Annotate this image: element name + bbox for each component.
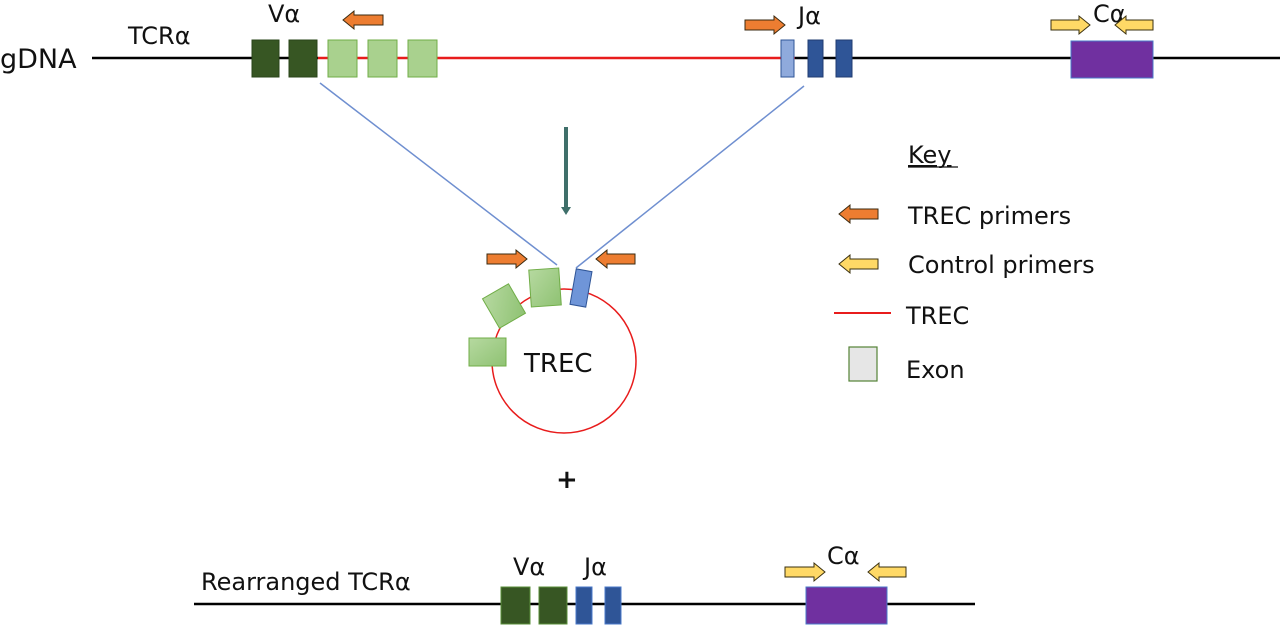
trec-circle-label: TREC (523, 349, 593, 379)
v-exon-retained (288, 39, 318, 78)
v-alpha-label: Vα (268, 0, 300, 28)
rearranged-v-exon (500, 586, 531, 625)
rearranged-label: Rearranged TCRα (201, 568, 411, 596)
c-exon (1070, 40, 1154, 79)
trec-j-exon (569, 268, 593, 308)
trec-primer-arrow-icon (744, 14, 786, 36)
control-primer-arrow-icon (784, 561, 826, 583)
rearranged-c-alpha-label: Cα (827, 542, 860, 570)
v-exon-excised (407, 39, 438, 78)
tcra-label: TCRα (127, 22, 191, 50)
trec-circle-group: TREC (468, 248, 637, 434)
down-arrow-icon (561, 127, 571, 215)
v-exon-excised (367, 39, 398, 78)
trec-primer-arrow-icon (595, 248, 636, 270)
excision-connector-left (319, 82, 558, 266)
trec-primer-arrow-icon (486, 248, 528, 270)
rearranged-j-exon (575, 586, 593, 625)
j-alpha-label: Jα (796, 2, 821, 30)
control-primer-arrow-icon (867, 561, 907, 583)
trec-v-exon (528, 267, 562, 308)
key-item-label: Exon (906, 356, 965, 384)
trec-v-exon (481, 283, 527, 329)
rearranged-j-alpha-label: Jα (582, 553, 607, 581)
key-title: Key (908, 141, 952, 169)
orange-arrow-icon (838, 203, 879, 225)
j-exon-retained (807, 39, 824, 78)
trec-v-exon (468, 337, 507, 367)
trec-primer-arrow-icon (342, 9, 384, 31)
rearranged-j-exon (604, 586, 622, 625)
yellow-arrow-icon (838, 253, 879, 275)
rearranged-c-exon (805, 586, 888, 625)
v-exon-excised (327, 39, 358, 78)
rearranged-v-alpha-label: Vα (513, 553, 545, 581)
j-exon-excised (780, 39, 795, 78)
key-item-label: TREC (905, 302, 969, 330)
key-item-label: Control primers (908, 251, 1095, 279)
control-primer-arrow-icon (1050, 14, 1091, 36)
rearranged-v-exon (538, 586, 568, 625)
gdna-row: gDNA TCRα Vα Jα Cα (0, 0, 1280, 79)
plus-sign: + (556, 465, 578, 495)
gdna-label: gDNA (0, 44, 77, 75)
rearranged-row: Rearranged TCRα Vα Jα Cα (194, 542, 975, 625)
key-item-label: TREC primers (907, 202, 1071, 230)
excision-connector-right (575, 85, 805, 269)
exon-box-icon (848, 346, 878, 382)
control-primer-arrow-icon (1114, 14, 1154, 36)
j-exon-retained (835, 39, 853, 78)
key-legend: Key TREC primers Control primers TREC Ex… (834, 141, 1095, 384)
v-exon-retained (251, 39, 280, 78)
